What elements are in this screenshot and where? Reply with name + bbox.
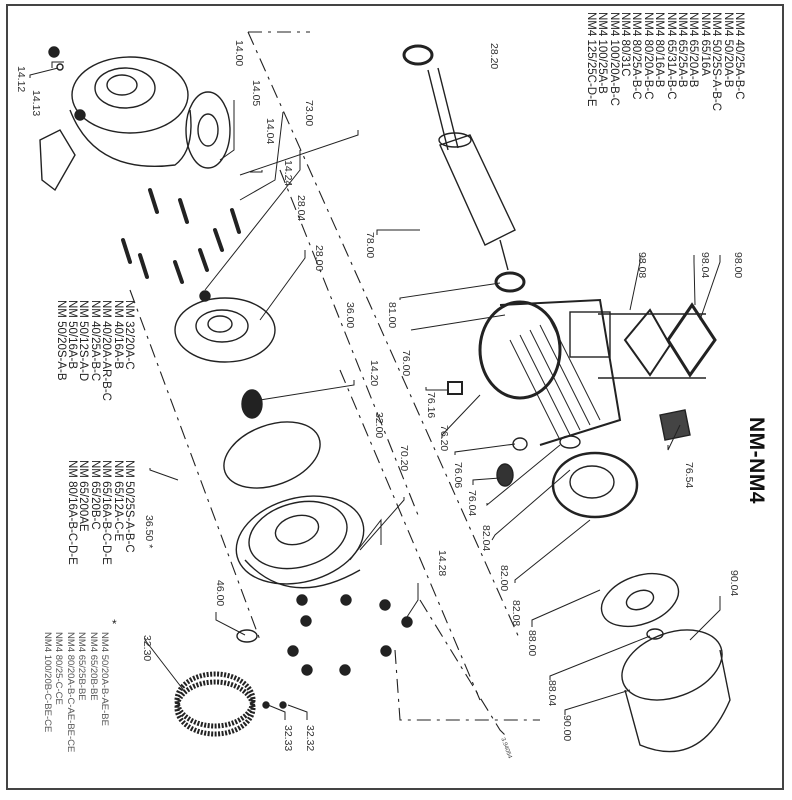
list-item: NM4 65/25A-B (676, 12, 689, 88)
part-label-73-00: 73.00 (303, 100, 315, 127)
list-item: NM4 80/25-C-CE (53, 632, 65, 705)
end-shield-icon (551, 435, 639, 519)
list-item: NM 50/12S-A-D (77, 300, 90, 382)
part-label-28-04: 28.04 (295, 195, 307, 222)
part-label-82-04: 82.04 (480, 525, 492, 552)
list-item: NM4 65/20A-B (687, 12, 700, 88)
list-item: NM 50/20S-A-B (54, 300, 67, 381)
part-label-76-06: 76.06 (452, 462, 464, 489)
part-label-76-00: 76.00 (400, 350, 412, 377)
list-item: NM 65/200AE (77, 460, 90, 532)
studs-icon (121, 188, 241, 284)
fan-cover-icon (621, 629, 731, 753)
part-label-82-00: 82.00 (498, 565, 510, 592)
part-label-14-28: 14.28 (436, 550, 448, 577)
list-item: NM4 65/20B-BE (87, 632, 99, 701)
part-label-32-00: 32.00 (373, 412, 385, 439)
part-label-14-20: 14.20 (368, 360, 380, 387)
part-label-14-13: 14.13 (30, 90, 42, 117)
part-label-76-04: 76.04 (466, 490, 478, 517)
list-item: NM4 80/20A-B-C (641, 12, 654, 100)
model-list-nm-left-a: NM 32/20A-C NM 40/16A-B NM 40/20A-AR-B-C… (54, 300, 135, 401)
diagram-title: NM-NM4 (745, 417, 768, 504)
list-item: NM4 100/20A-B-C (607, 12, 620, 106)
list-item: NM 65/12A-C-E (111, 460, 124, 542)
part-label-70-20: 70.20 (398, 445, 410, 472)
o-ring-icon (223, 421, 321, 489)
rotor-shaft-icon (402, 44, 526, 293)
part-label-14-05: 14.05 (250, 80, 262, 107)
list-item: NM4 80/16A-B (653, 12, 666, 88)
part-label-81-00: 81.00 (386, 302, 398, 329)
list-item: NM4 65/25B-BE (76, 632, 88, 701)
list-item: NM 50/16A-B (66, 300, 79, 370)
list-item: NM4 125/25C-D-E (584, 12, 597, 107)
part-label-78-00: 78.00 (364, 232, 376, 259)
model-list-nm4-bottom-left: NM4 50/20A-B-AE-BE NM4 65/20B-BE NM4 65/… (42, 632, 110, 752)
part-label-76-54: 76.54 (683, 462, 695, 489)
part-label-32-32: 32.32 (304, 725, 316, 752)
part-label-14-12: 14.12 (15, 66, 27, 93)
part-label-76-20: 76.20 (438, 425, 450, 452)
terminal-board-icon (659, 409, 691, 441)
part-label-14-24: 14.24 (282, 160, 294, 187)
list-item: NM 32/20A-C (123, 300, 135, 370)
list-item: NM4 50/20A-B (721, 12, 734, 88)
list-item: NM4 50/20A-B-AE-BE (99, 632, 110, 726)
nuts-icon (287, 594, 413, 676)
model-list-nm4-top-right: NM4 40/25A-B-C NM4 50/20A-B NM4 50/25S-A… (584, 12, 745, 112)
guard-ring-icon (174, 629, 287, 737)
assembly-axis-lines (129, 31, 540, 736)
list-item: NM 65/20B-C (88, 460, 101, 530)
list-item: NM4 80/25A-B-C (630, 12, 643, 100)
list-item: NM 40/20A-AR-B-C (100, 300, 113, 401)
list-item: NM4 100/20B-C-BE-CE (42, 632, 54, 733)
list-item: NM 80/16A-B-C-D-E (66, 460, 79, 565)
motor-bracket-icon (235, 495, 365, 589)
list-item: NM 65/16A-B-C-D-E (100, 460, 113, 565)
impeller-icon (174, 290, 276, 363)
part-label-32-30: 32.30 (141, 635, 153, 662)
model-list-nm-left-b: NM 50/25S-A-B-C NM 65/12A-C-E NM 65/16A-… (66, 460, 135, 565)
list-item: NM4 65/31A-B-C (664, 12, 677, 100)
list-item: NM4 50/25S-A-B-C (710, 12, 723, 112)
list-item: NM4 65/16A (698, 12, 711, 76)
list-item: NM 50/25S-A-B-C (123, 460, 135, 553)
part-label-32-33: 32.33 (282, 725, 294, 752)
list-item: NM4 100/25A-B (596, 12, 609, 94)
list-item: NM 40/16A-B (111, 300, 124, 370)
part-label-28-00: 28.00 (313, 245, 325, 272)
terminal-box-icon (598, 302, 717, 379)
part-label-36-00: 36.00 (344, 302, 356, 329)
part-label-88-00: 88.00 (526, 630, 538, 657)
list-item: NM4 80/31C (619, 12, 632, 77)
diagram-frame (6, 4, 784, 790)
list-item: NM4 80/20A-B-C-AE-BE-CE (64, 632, 76, 753)
part-label-88-04: 88.04 (546, 680, 558, 707)
motor-housing-icon (478, 298, 622, 446)
part-label-98-00: 98.00 (732, 252, 744, 279)
footnote-marker: * (112, 617, 117, 631)
part-label-90-04: 90.04 (728, 570, 740, 597)
list-item: NM 40/25A-B-C (88, 300, 101, 382)
part-label-82-08: 82.08 (510, 600, 522, 627)
mechanical-seal-icon (241, 389, 263, 419)
part-label-98-08: 98.08 (636, 252, 648, 279)
part-label-28-20: 28.20 (488, 43, 500, 70)
part-label-90-00: 90.00 (561, 715, 573, 742)
part-label-14-04: 14.04 (264, 118, 276, 145)
part-label-36-50: 36.50 * (143, 515, 155, 549)
leader-lines (29, 61, 721, 720)
cable-gland-icon (447, 381, 528, 487)
part-label-76-16: 76.16 (425, 392, 437, 419)
fan-icon (600, 572, 680, 640)
part-label-98-04: 98.04 (699, 252, 711, 279)
pump-casing-icon (39, 46, 231, 192)
part-label-46-00: 46.00 (214, 580, 226, 607)
part-label-14-00: 14.00 (233, 40, 245, 67)
list-item: NM4 40/25A-B-C (733, 12, 745, 100)
